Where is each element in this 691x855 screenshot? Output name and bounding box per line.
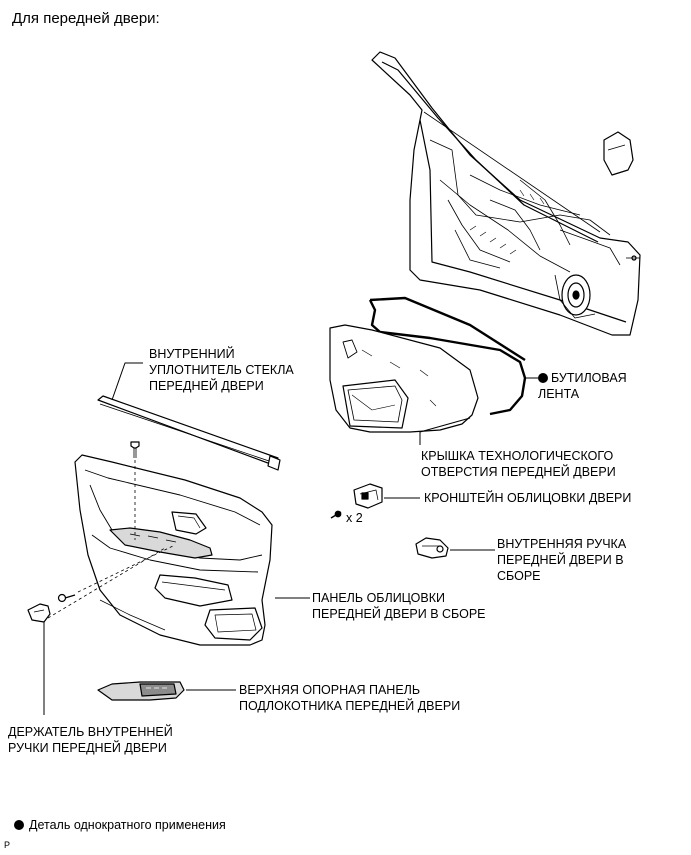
armrest-upper-panel-shape: [97, 681, 185, 701]
corner-mark: P: [4, 840, 11, 850]
door-shell: [371, 51, 641, 336]
label-trim-panel: ПАНЕЛЬ ОБЛИЦОВКИ ПЕРЕДНЕЙ ДВЕРИ В СБОРЕ: [312, 591, 486, 621]
label-armrest-upper-panel: ВЕРХНЯЯ ОПОРНАЯ ПАНЕЛЬ ПОДЛОКОТНИКА ПЕРЕ…: [239, 683, 461, 713]
door-trim-panel-shape: [74, 454, 273, 646]
legend-text: Деталь однократного применения: [29, 818, 226, 832]
label-service-hole-cover: КРЫШКА ТЕХНОЛОГИЧЕСКОГО ОТВЕРСТИЯ ПЕРЕДН…: [421, 449, 616, 479]
handle-bezel-shape: [27, 603, 51, 623]
glass-weatherstrip-shape: [97, 395, 281, 471]
inside-handle-shape: [415, 537, 449, 559]
butyl-tape-shape: [368, 296, 527, 416]
label-trim-bracket: КРОНШТЕЙН ОБЛИЦОВКИ ДВЕРИ: [424, 491, 632, 505]
trim-bracket-shape: [330, 483, 383, 519]
trim-clip-left: [47, 544, 176, 619]
service-hole-cover-shape: [329, 324, 479, 433]
label-inside-handle: ВНУТРЕННЯЯ РУЧКА ПЕРЕДНЕЙ ДВЕРИ В СБОРЕ: [497, 537, 627, 583]
page-title: Для передней двери:: [12, 10, 160, 27]
one-time-use-bullet: [538, 373, 548, 383]
one-time-use-bullet-icon: [14, 820, 24, 830]
leader-lines: [43, 362, 538, 715]
trim-screw-top: [130, 441, 140, 540]
label-glass-weatherstrip: ВНУТРЕННИЙ УПЛОТНИТЕЛЬ СТЕКЛА ПЕРЕДНЕЙ Д…: [149, 347, 294, 393]
legend: Деталь однократного применения: [14, 818, 226, 832]
label-butyl-tape: БУТИЛОВАЯ ЛЕНТА: [538, 371, 627, 401]
label-clip-count: x 2: [346, 511, 363, 525]
label-handle-bezel: ДЕРЖАТЕЛЬ ВНУТРЕННЕЙ РУЧКИ ПЕРЕДНЕЙ ДВЕР…: [8, 725, 173, 755]
